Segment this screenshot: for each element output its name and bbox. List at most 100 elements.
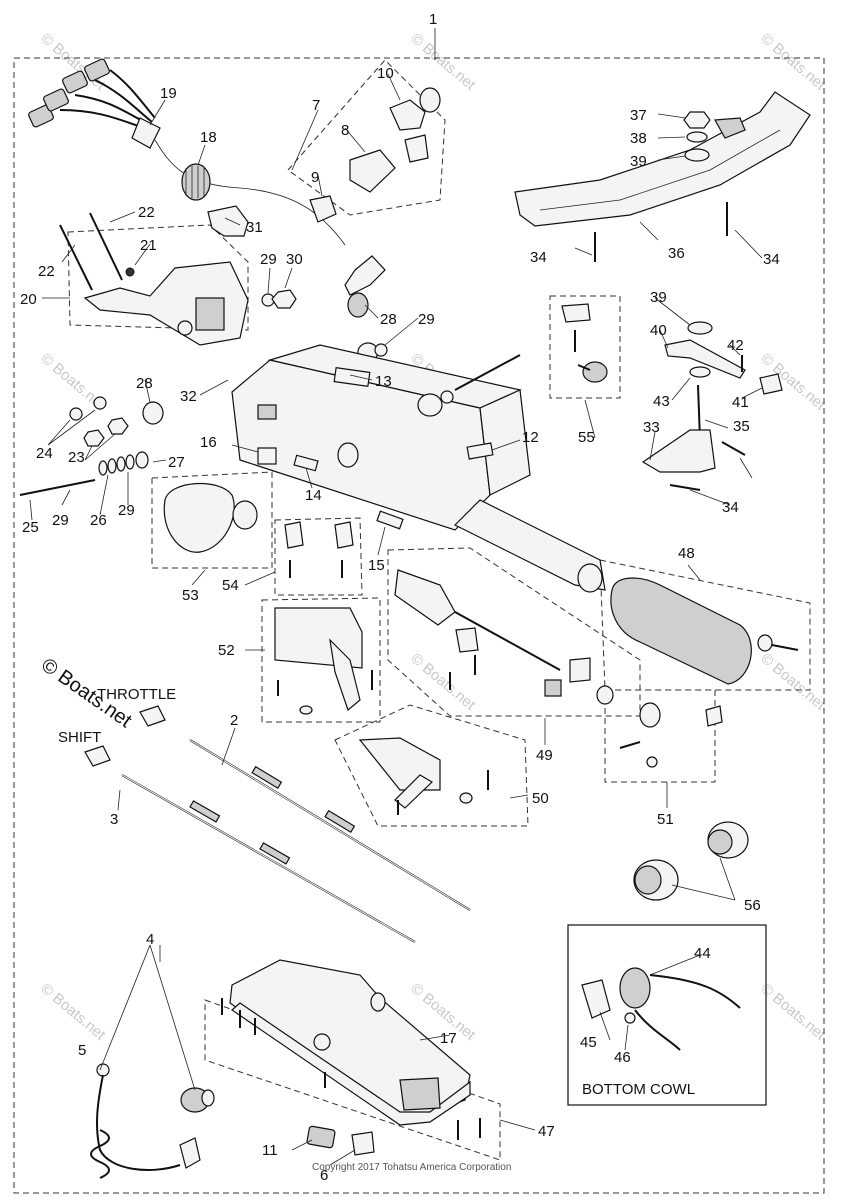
watermark: © Boats.net — [757, 980, 829, 1044]
tiller-handle-1 — [231, 344, 606, 593]
callout-28a: 28 — [136, 375, 153, 392]
callout-42: 42 — [727, 337, 744, 354]
callout-12: 12 — [522, 429, 539, 446]
callout-15: 15 — [368, 557, 385, 574]
callout-51: 51 — [657, 811, 674, 828]
nut-37 — [683, 111, 711, 129]
callout-53: 53 — [182, 587, 199, 604]
box-48 — [599, 559, 811, 691]
callout-10: 10 — [377, 65, 394, 82]
nut-23b — [107, 417, 129, 435]
stud-22b — [89, 212, 123, 281]
grommet-18 — [181, 163, 211, 201]
shift-label: SHIFT — [58, 729, 101, 746]
washer-24a — [69, 407, 83, 421]
callout-50: 50 — [532, 790, 549, 807]
callout-54: 54 — [222, 577, 239, 594]
callout-1: 1 — [429, 11, 437, 28]
cables — [84, 705, 471, 943]
callout-29c: 29 — [52, 512, 69, 529]
callout-14: 14 — [305, 487, 322, 504]
callout-33: 33 — [643, 419, 660, 436]
box-53 — [151, 471, 273, 569]
callout-38: 38 — [630, 130, 647, 147]
box-47 — [204, 999, 501, 1161]
box-51 — [604, 689, 716, 783]
callout-4: 4 — [146, 931, 154, 948]
callout-19: 19 — [160, 85, 177, 102]
bottom-cowl-box — [567, 924, 767, 1106]
callout-23: 23 — [68, 449, 85, 466]
callout-56: 56 — [744, 897, 761, 914]
shift-shaft-49 — [394, 569, 614, 705]
callout-41: 41 — [732, 394, 749, 411]
callout-43: 43 — [653, 393, 670, 410]
bracket-20 — [83, 261, 249, 346]
callout-20: 20 — [20, 291, 37, 308]
callout-29d: 29 — [118, 502, 135, 519]
cowl-switch-group — [581, 967, 741, 1051]
bushing-28a — [142, 401, 164, 425]
callout-18: 18 — [200, 129, 217, 146]
callout-24: 24 — [36, 445, 53, 462]
cam-plates-54 — [284, 521, 354, 578]
callout-22b: 22 — [38, 263, 55, 280]
box-7 — [287, 59, 446, 216]
box-52 — [261, 597, 381, 723]
callout-34c: 34 — [722, 499, 739, 516]
bottom-cowl-label: BOTTOM COWL — [582, 1081, 695, 1098]
link-assembly-52 — [274, 607, 373, 715]
callout-31: 31 — [246, 219, 263, 236]
callout-8: 8 — [341, 122, 349, 139]
callout-numbers: 1 2 3 4 5 6 7 8 9 10 11 12 13 14 15 16 1… — [20, 11, 780, 1184]
callout-30: 30 — [286, 251, 303, 268]
callout-46: 46 — [614, 1049, 631, 1066]
washer-24b — [93, 396, 107, 410]
bushing-right — [417, 393, 443, 417]
switch-11 — [306, 1125, 336, 1149]
nut-30 — [271, 289, 297, 309]
watermark: © Boats.net — [757, 650, 829, 714]
long-bolt — [454, 354, 521, 391]
callout-49: 49 — [536, 747, 553, 764]
callout-13: 13 — [375, 373, 392, 390]
callout-25: 25 — [22, 519, 39, 536]
callout-39a: 39 — [630, 153, 647, 170]
leader-lines — [29, 28, 763, 1166]
callout-37: 37 — [630, 107, 647, 124]
stop-switch-lock-4 — [180, 1087, 215, 1113]
callout-11: 11 — [262, 1142, 278, 1159]
bolt-34c — [669, 441, 746, 491]
callout-3: 3 — [110, 811, 118, 828]
tilt-plate-36 — [514, 91, 811, 227]
callout-45: 45 — [580, 1034, 597, 1051]
washer-39b — [687, 321, 713, 335]
bracket-33 — [641, 429, 716, 473]
watermark: © Boats.net — [407, 650, 479, 714]
callout-27: 27 — [168, 454, 185, 471]
plate-40 — [664, 339, 746, 379]
sensor-55 — [561, 303, 608, 383]
box-55 — [549, 295, 621, 399]
block-41 — [759, 373, 783, 395]
callout-39b: 39 — [650, 289, 667, 306]
callout-32: 32 — [180, 388, 197, 405]
switch-28-top — [344, 255, 386, 318]
washer-43 — [689, 366, 711, 378]
friction-knob-53 — [163, 483, 258, 553]
screws-47 — [221, 998, 481, 1140]
washer-39a — [684, 148, 710, 162]
callout-47: 47 — [538, 1123, 555, 1140]
key-switch-group — [309, 87, 441, 223]
sticker-14 — [293, 454, 319, 472]
copyright-notice: Copyright 2017 Tohatsu America Corporati… — [312, 1162, 511, 1173]
callout-2: 2 — [230, 712, 238, 729]
callout-29a: 29 — [260, 251, 277, 268]
shift-bracket-50 — [358, 737, 489, 815]
callout-55: 55 — [578, 429, 595, 446]
callout-9: 9 — [311, 169, 319, 186]
callout-36: 36 — [668, 245, 685, 262]
callout-48: 48 — [678, 545, 695, 562]
sticker-12 — [466, 442, 494, 460]
